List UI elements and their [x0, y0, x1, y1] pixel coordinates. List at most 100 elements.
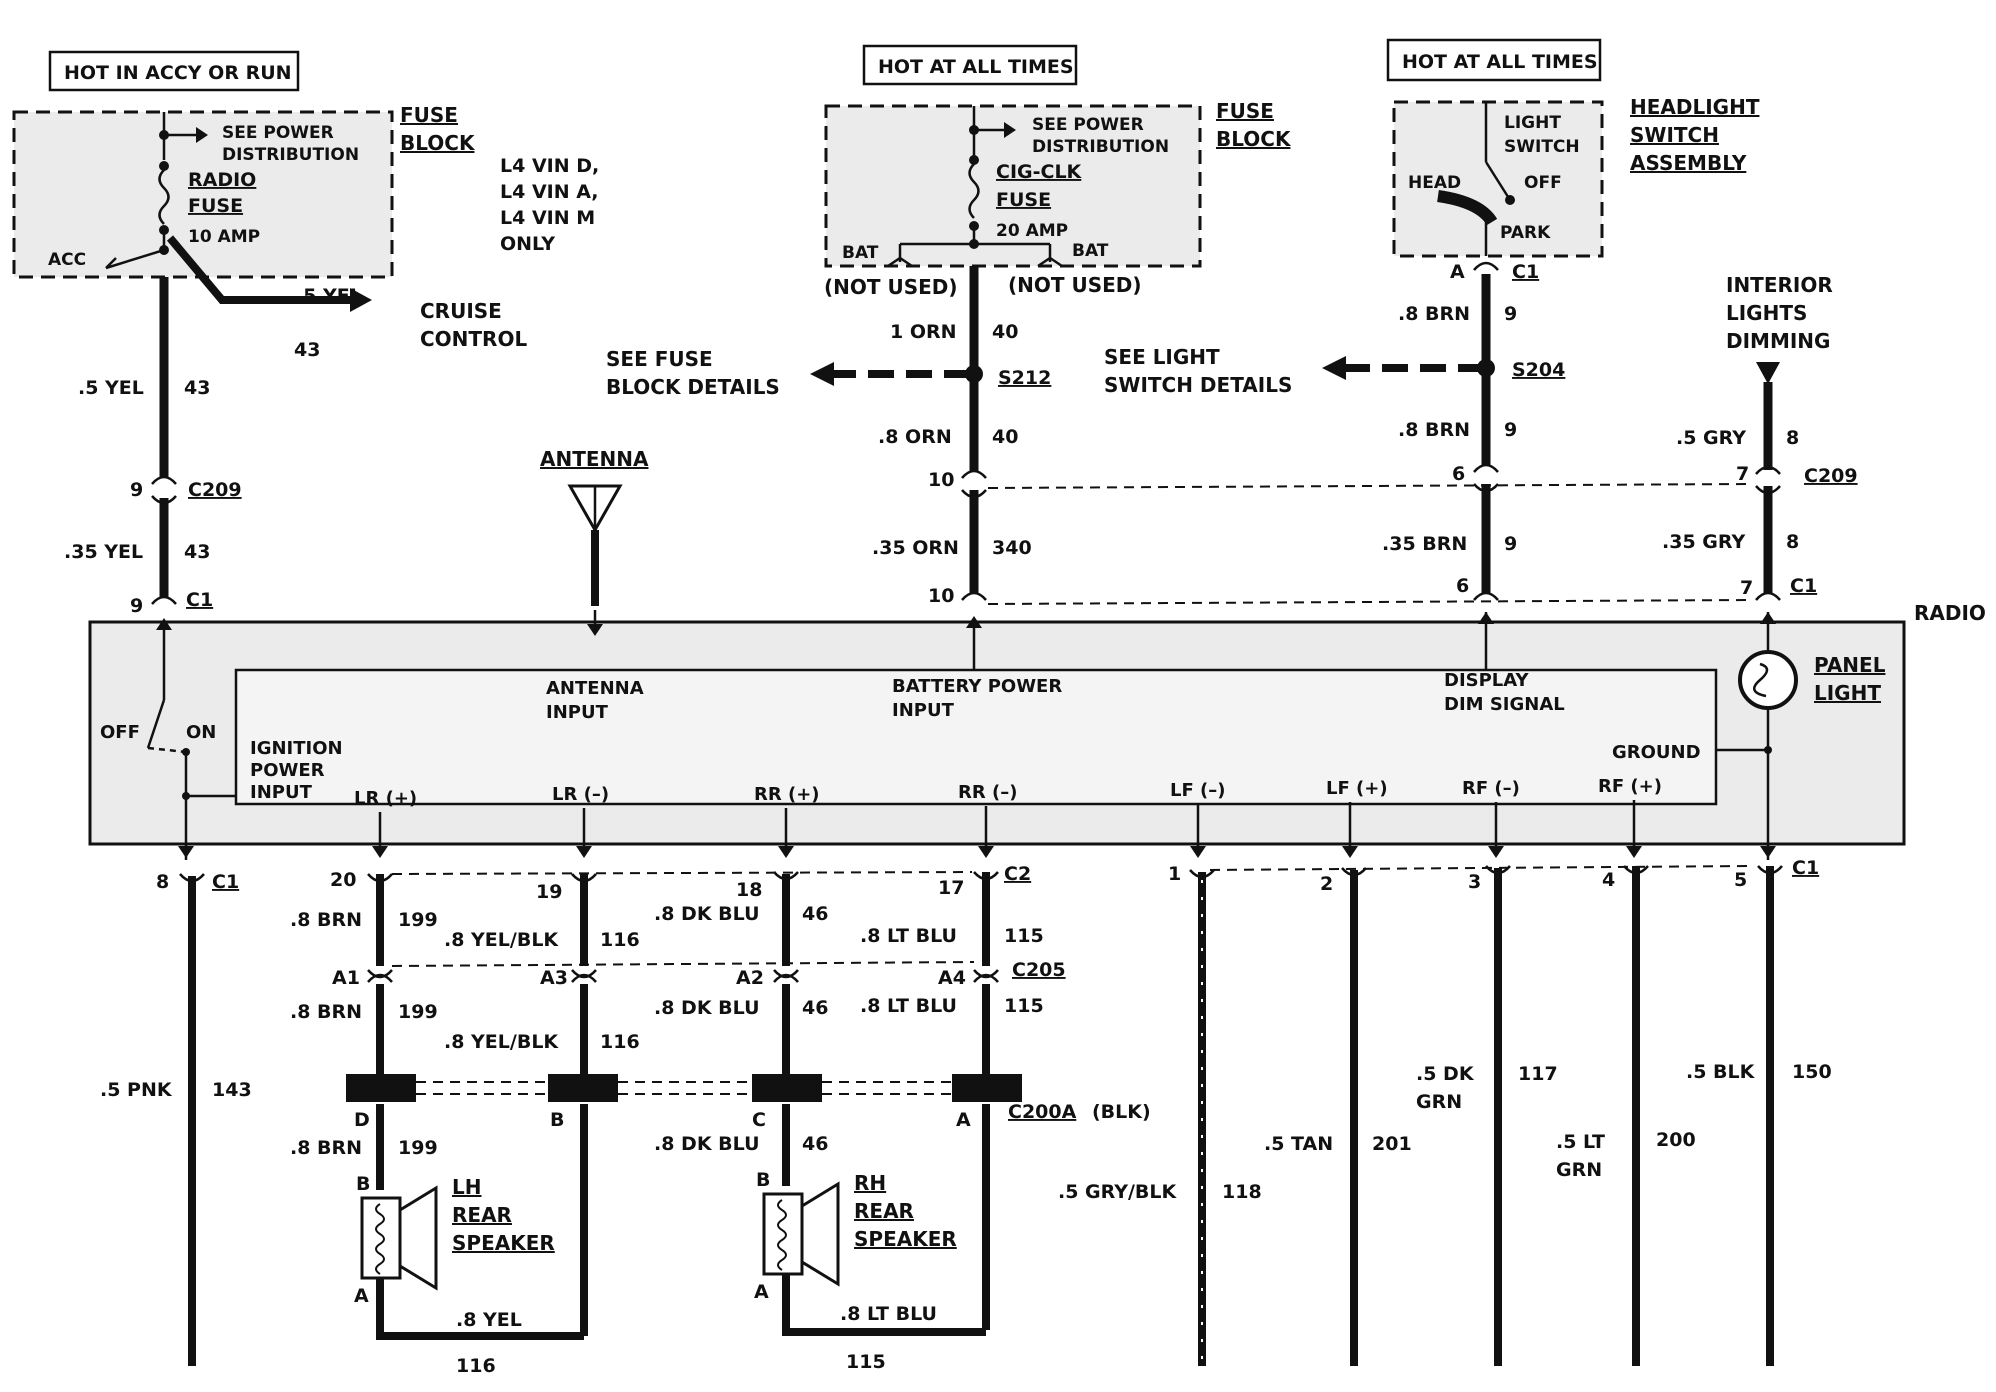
out-rf-pos: RF (+) — [1598, 776, 1662, 797]
s212-splice — [965, 365, 983, 383]
c209-dashed-line — [987, 483, 1749, 489]
light-switch-1: LIGHT — [1504, 113, 1561, 133]
rh-ltblu-wire: .8 LT BLU — [840, 1303, 937, 1325]
lh-speaker-3: SPEAKER — [452, 1231, 555, 1255]
dkgrn-wire-2: GRN — [1416, 1091, 1462, 1113]
cruise-circuit: 43 — [294, 339, 320, 361]
orn-wire-3: .35 ORN — [872, 537, 959, 559]
acc-tick — [105, 257, 117, 269]
radio-fuse-rating: 10 AMP — [188, 227, 260, 247]
rr-ltblu-wire-1: .8 LT BLU — [860, 925, 957, 947]
center-see-power-1: SEE POWER — [1032, 115, 1144, 135]
lr-brn-wire-1: .8 BRN — [290, 909, 362, 931]
pin-17: 17 — [938, 877, 964, 899]
brn-circ-2: 9 — [1504, 419, 1517, 441]
lh-yel-wire: .8 YEL — [456, 1309, 522, 1331]
c1-right-name: C1 — [1790, 575, 1817, 597]
c1-brn-connector — [1473, 591, 1499, 601]
c205-a2-connector — [773, 969, 799, 983]
c1-pin-gry: 7 — [1740, 577, 1753, 599]
blk-circ: 150 — [1792, 1061, 1832, 1083]
c200a-a: A — [956, 1109, 971, 1131]
tan-circ: 201 — [1372, 1133, 1412, 1155]
panel-light-1: PANEL — [1814, 653, 1886, 677]
c1-bottom-left: C1 — [212, 871, 239, 893]
c209-right-name: C209 — [1804, 465, 1858, 487]
c209-left-name: C209 — [188, 479, 242, 501]
headlight-switch-outline — [1392, 100, 1604, 258]
c205-dashed-line — [391, 961, 975, 967]
bat-right-label: BAT — [1072, 241, 1109, 261]
bat-right-terminal — [1037, 256, 1063, 268]
acc-label: ACC — [48, 250, 86, 270]
rr-dkblu-circ-3: 46 — [802, 1133, 828, 1155]
c1-pin-brn: 6 — [1456, 575, 1469, 597]
rh-ltblu-circ: 115 — [846, 1351, 886, 1373]
brn-wire-2: .8 BRN — [1398, 419, 1470, 441]
radio-fuse-name-2: FUSE — [188, 195, 243, 217]
c1-orn-connector — [961, 591, 987, 601]
antenna-input-2: INPUT — [546, 702, 609, 723]
c209-pin-gry: 7 — [1736, 463, 1749, 485]
cruise-wire — [166, 235, 352, 304]
cig-fuse-rating: 20 AMP — [996, 221, 1068, 241]
gry-circ-2: 8 — [1786, 531, 1799, 553]
see-fuse-details-1: SEE FUSE — [606, 347, 713, 371]
hot-all-times-label-1: HOT AT ALL TIMES — [878, 56, 1074, 78]
assembly-2: SWITCH — [1630, 123, 1719, 147]
hot-all-times-label-2: HOT AT ALL TIMES — [1402, 51, 1598, 73]
radio-title: RADIO — [1914, 601, 1986, 625]
light-switch-2: SWITCH — [1504, 137, 1580, 157]
see-light-details-2: SWITCH DETAILS — [1104, 373, 1292, 397]
c200a-b: B — [550, 1109, 564, 1131]
ign-link-node — [182, 792, 190, 800]
see-fuse-details-2: BLOCK DETAILS — [606, 375, 780, 399]
lr-brn-wire-3: .8 BRN — [290, 1137, 362, 1159]
c209-pin-yel: 9 — [130, 479, 143, 501]
rh-speaker-1: RH — [854, 1171, 886, 1195]
lr-yelblk-circ-1: 116 — [600, 929, 640, 951]
brn-circ-1: 9 — [1504, 303, 1517, 325]
cruise-label-2: CONTROL — [420, 327, 527, 351]
panel-light-filament — [1753, 662, 1769, 698]
c200a-connector — [346, 1074, 1022, 1102]
gry-wire-1: .5 GRY — [1676, 427, 1746, 449]
lh-speaker-1: LH — [452, 1175, 481, 1199]
assembly-1: HEADLIGHT — [1630, 95, 1760, 119]
brn-circ-3: 9 — [1504, 533, 1517, 555]
yel-circ-2: 43 — [184, 541, 210, 563]
c1-pin-yel: 9 — [130, 595, 143, 617]
headlight-c1-name: C1 — [1512, 261, 1539, 283]
c2-label: C2 — [1004, 863, 1031, 885]
gryblk-wire: .5 GRY/BLK — [1058, 1181, 1178, 1203]
bottom-pin-connectors — [367, 865, 1783, 883]
radio-outline — [88, 620, 1906, 846]
hot-all-times-box-2 — [1386, 38, 1602, 82]
ign-input-arrow — [156, 618, 172, 630]
fuse-block-left-shade — [14, 112, 392, 277]
hot-accy-run-box — [48, 50, 300, 92]
c1-left-connector — [151, 595, 177, 605]
cig-clk-fuse-icon — [968, 163, 980, 219]
orn-wire-1: 1 ORN — [890, 321, 957, 343]
orn-wire-2: .8 ORN — [878, 426, 952, 448]
rr-ltblu-circ-1: 115 — [1004, 925, 1044, 947]
vin-note-2: L4 VIN A, — [500, 181, 599, 203]
cig-fuse-name-2: FUSE — [996, 189, 1051, 211]
pin-19: 19 — [536, 881, 562, 903]
panel-light-2: LIGHT — [1814, 681, 1881, 705]
power-dist-arrow-icon — [196, 127, 208, 143]
s204-label: S204 — [1512, 359, 1565, 381]
hot-accy-run-label: HOT IN ACCY OR RUN — [64, 62, 292, 84]
headlight-pin: A — [1450, 261, 1465, 283]
lr-yelblk-wire-2: .8 YEL/BLK — [444, 1031, 559, 1053]
out-lf-neg: LF (–) — [1170, 780, 1226, 801]
pnk-circ: 143 — [212, 1079, 252, 1101]
gry-circ-1: 8 — [1786, 427, 1799, 449]
tan-wire: .5 TAN — [1264, 1133, 1333, 1155]
acc-switch-line — [105, 248, 165, 270]
antenna-label: ANTENNA — [540, 447, 649, 471]
yel-116-bottom — [376, 1278, 584, 1340]
c1-pin-orn: 10 — [928, 585, 954, 607]
